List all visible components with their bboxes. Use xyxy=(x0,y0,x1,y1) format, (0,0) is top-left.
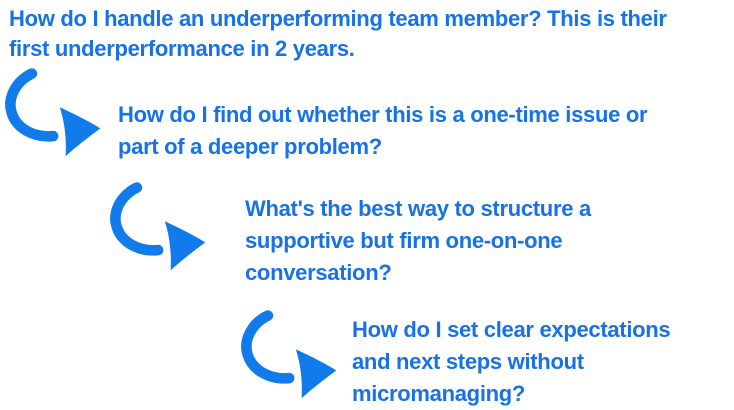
question-4-line-1: How do I set clear expectations xyxy=(352,317,671,342)
question-4-line-2: and next steps without xyxy=(352,349,584,374)
question-2-line-1: How do I find out whether this is a one-… xyxy=(118,102,648,127)
curved-arrow-icon xyxy=(110,180,212,274)
question-3: What's the best way to structure a suppo… xyxy=(245,193,591,289)
question-1-line-1: How do I handle an underperforming team … xyxy=(9,6,667,31)
question-3-line-2: supportive but firm one-on-one xyxy=(245,228,563,253)
question-2-line-2: part of a deeper problem? xyxy=(118,134,382,159)
curved-arrow-icon xyxy=(241,308,343,402)
question-3-line-3: conversation? xyxy=(245,260,392,285)
curved-arrow-icon xyxy=(5,66,107,160)
question-1: How do I handle an underperforming team … xyxy=(9,4,667,64)
question-4-line-3: micromanaging? xyxy=(352,381,526,406)
question-4: How do I set clear expectations and next… xyxy=(352,314,671,410)
question-2: How do I find out whether this is a one-… xyxy=(118,99,648,163)
question-3-line-1: What's the best way to structure a xyxy=(245,196,591,221)
question-1-line-2: first underperformance in 2 years. xyxy=(9,36,355,61)
